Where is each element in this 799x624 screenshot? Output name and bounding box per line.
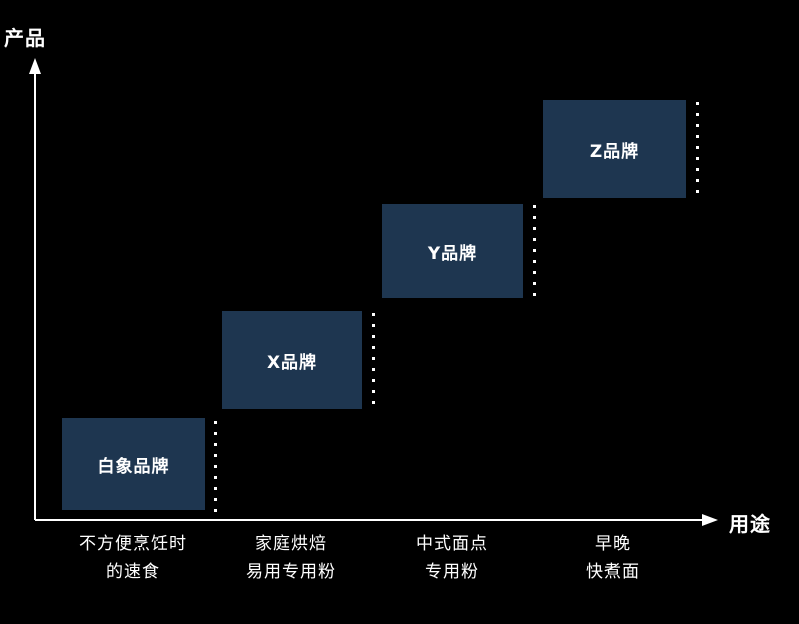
guide-line-y	[533, 205, 536, 300]
brand-box-label: 白象品牌	[97, 456, 170, 477]
brand-box-x[interactable]: X品牌	[222, 311, 362, 409]
x-axis-arrowhead	[702, 514, 718, 526]
y-axis-arrowhead	[29, 58, 41, 74]
x-category-label-4: 早晚 快煮面	[503, 530, 723, 586]
brand-box-label: X品牌	[266, 352, 318, 373]
x-category-line: 的速食	[106, 562, 160, 582]
x-category-line: 早晚	[595, 534, 631, 554]
brand-box-y[interactable]: Y品牌	[382, 204, 523, 298]
y-axis-label: 产品	[4, 26, 46, 50]
x-axis-label: 用途	[729, 512, 771, 536]
x-category-label-2: 家庭烘焙 易用专用粉	[181, 530, 401, 586]
x-category-line: 家庭烘焙	[255, 534, 327, 554]
x-category-label-1: 不方便烹饪时 的速食	[23, 530, 243, 586]
x-category-label-3: 中式面点 专用粉	[342, 530, 562, 586]
brand-box-z[interactable]: Z品牌	[543, 100, 686, 198]
brand-box-label: Y品牌	[427, 243, 478, 264]
x-category-line: 快煮面	[586, 562, 640, 582]
x-category-line: 不方便烹饪时	[79, 534, 187, 554]
guide-line-z	[696, 102, 699, 200]
brand-box-baixiang[interactable]: 白象品牌	[62, 418, 205, 510]
x-category-line: 专用粉	[425, 562, 479, 582]
guide-line-baixiang	[214, 421, 217, 513]
brand-box-label: Z品牌	[589, 141, 640, 162]
guide-line-x	[372, 313, 375, 411]
x-category-line: 易用专用粉	[246, 562, 336, 582]
x-category-line: 中式面点	[416, 534, 488, 554]
